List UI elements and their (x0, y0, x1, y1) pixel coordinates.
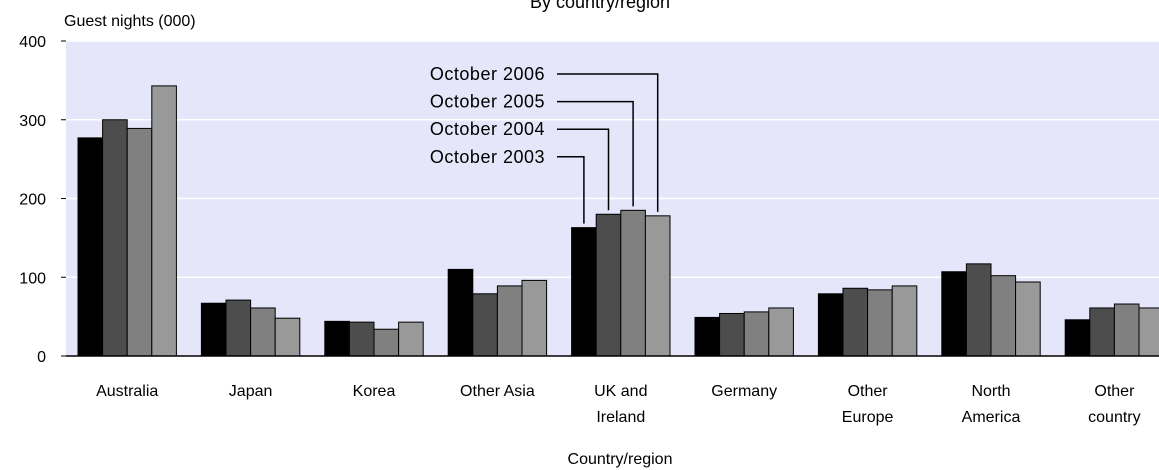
x-axis-label: Country/region (568, 451, 673, 468)
bar (1015, 281, 1041, 357)
x-tick-label: North (971, 383, 1010, 400)
bar (620, 209, 646, 357)
bar (1138, 307, 1159, 357)
x-tick-label: Australia (96, 383, 158, 400)
bar (151, 85, 177, 357)
x-tick-label: Other Asia (460, 383, 535, 400)
legend-leader-line (557, 73, 659, 212)
chart-title: By country/region (530, 0, 670, 12)
bar (472, 293, 498, 357)
x-tick-label: Ireland (596, 409, 645, 426)
y-tick-label: 100 (19, 270, 46, 287)
bar (891, 285, 918, 357)
x-tick-label: Other (1094, 383, 1135, 400)
legend-label: October 2004 (430, 119, 545, 139)
bar (768, 307, 794, 357)
bar (595, 213, 622, 357)
x-tick-label: country (1088, 409, 1140, 426)
bar (77, 137, 104, 357)
bar (1113, 303, 1140, 357)
legend-label: October 2003 (430, 147, 545, 167)
bar (817, 293, 844, 357)
bar (398, 321, 424, 357)
bar (719, 312, 745, 357)
x-tick-label: UK and (594, 383, 647, 400)
x-tick-label: Japan (229, 383, 273, 400)
bar (250, 307, 276, 357)
x-tick-label: Korea (353, 383, 396, 400)
legend-leader-line (557, 128, 610, 211)
x-tick-label: Germany (711, 383, 777, 400)
bar (743, 311, 770, 357)
bar (324, 320, 350, 357)
bar (496, 285, 523, 357)
y-tick-label: 0 (37, 349, 46, 366)
bar (867, 289, 893, 357)
legend-label: October 2006 (430, 64, 545, 84)
bar (102, 119, 128, 357)
bar (447, 268, 474, 357)
y-axis-label: Guest nights (000) (64, 13, 196, 30)
bar (644, 215, 671, 357)
bar (941, 271, 967, 357)
bar (274, 317, 301, 357)
y-tick-label: 200 (19, 192, 46, 209)
bar (571, 227, 597, 357)
bar (1089, 307, 1115, 357)
legend-leader-line (557, 100, 634, 207)
y-tick-label: 400 (19, 34, 46, 51)
x-tick-label: Other (848, 383, 889, 400)
bar (126, 127, 153, 357)
bar (1064, 319, 1091, 357)
bar (842, 287, 869, 357)
bar (200, 302, 227, 357)
x-tick-label: America (962, 409, 1021, 426)
legend-label: October 2005 (430, 92, 545, 112)
bar (965, 263, 992, 357)
bar (225, 299, 252, 357)
bar (373, 328, 400, 357)
y-tick-label: 300 (19, 113, 46, 130)
bar (990, 275, 1017, 357)
bar (348, 321, 375, 357)
bar (521, 279, 548, 357)
legend-leader-line (557, 156, 585, 224)
bar (694, 316, 721, 357)
x-tick-label: Europe (842, 409, 894, 426)
